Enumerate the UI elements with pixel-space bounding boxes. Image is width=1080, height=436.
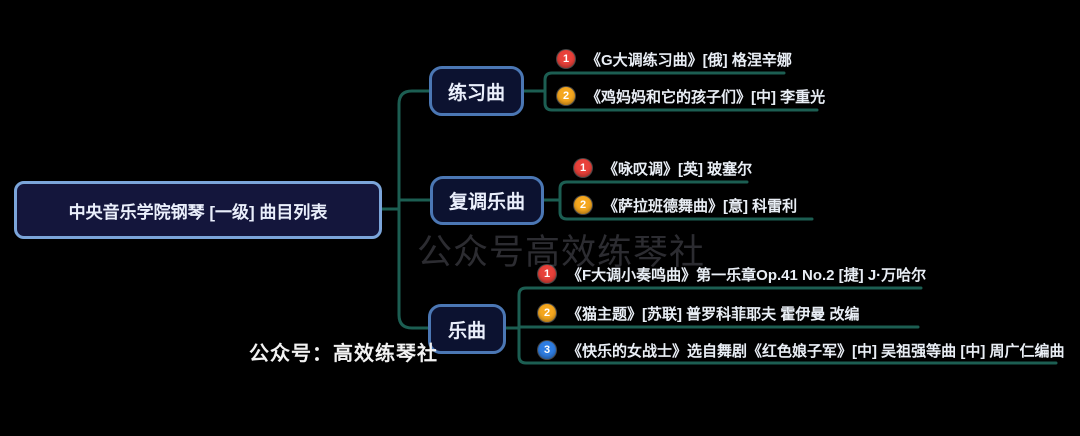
- list-item-text: 《萨拉班德舞曲》[意] 科雷利: [603, 197, 798, 215]
- list-item[interactable]: 3 《快乐的女战士》选自舞剧《红色娘子军》[中] 吴祖强等曲 [中] 周广仁编曲: [538, 339, 1065, 361]
- branch-topic-polyphony[interactable]: 复调乐曲: [430, 176, 544, 225]
- connector-etude-items: [521, 71, 819, 112]
- number-badge: 1: [538, 265, 556, 283]
- number-badge: 2: [538, 304, 556, 322]
- branch-topic-label: 复调乐曲: [448, 192, 525, 213]
- branch-topic-label: 练习曲: [447, 82, 505, 104]
- list-item[interactable]: 2 《萨拉班德舞曲》[意] 科雷利: [574, 194, 797, 216]
- list-item-text: 《快乐的女战士》选自舞剧《红色娘子军》[中] 吴祖强等曲 [中] 周广仁编曲: [567, 342, 1065, 360]
- branch-topic-etudes[interactable]: 练习曲: [429, 66, 524, 116]
- number-badge: 1: [574, 159, 592, 177]
- number-badge: 2: [574, 196, 592, 214]
- list-item-text: 《鸡妈妈和它的孩子们》[中] 李重光: [586, 88, 826, 106]
- number-badge: 2: [557, 87, 575, 105]
- list-item-text: 《咏叹调》[英] 玻塞尔: [603, 160, 753, 178]
- branch-topic-label: 乐曲: [447, 320, 486, 342]
- root-topic[interactable]: 中央音乐学院钢琴 [一级] 曲目列表: [14, 181, 382, 239]
- number-badge: 3: [538, 341, 556, 359]
- list-item[interactable]: 1 《咏叹调》[英] 玻塞尔: [574, 157, 752, 179]
- list-item[interactable]: 2 《猫主题》[苏联] 普罗科菲耶夫 霍伊曼 改编: [538, 302, 860, 324]
- wechat-account-label: 公众号：高效练琴社: [249, 343, 438, 365]
- number-badge: 1: [557, 50, 575, 68]
- connector-root-etude: [379, 89, 431, 211]
- list-item-text: 《G大调练习曲》[俄] 格涅辛娜: [586, 51, 792, 69]
- list-item-text: 《F大调小奏鸣曲》第一乐章Op.41 No.2 [捷] J·万哈尔: [567, 266, 927, 284]
- list-item-text: 《猫主题》[苏联] 普罗科菲耶夫 霍伊曼 改编: [567, 305, 860, 323]
- connector-polyphony-items: [541, 180, 814, 221]
- branch-topic-pieces[interactable]: 乐曲: [428, 304, 506, 354]
- connector-root-piece: [397, 207, 430, 330]
- list-item[interactable]: 1 《G大调练习曲》[俄] 格涅辛娜: [557, 48, 792, 70]
- watermark-text: 公众号高效练琴社: [417, 233, 706, 273]
- list-item[interactable]: 1 《F大调小奏鸣曲》第一乐章Op.41 No.2 [捷] J·万哈尔: [538, 263, 926, 285]
- root-topic-label: 中央音乐学院钢琴 [一级] 曲目列表: [68, 202, 328, 222]
- list-item[interactable]: 2 《鸡妈妈和它的孩子们》[中] 李重光: [557, 85, 825, 107]
- connector-piece-items: [503, 286, 1058, 365]
